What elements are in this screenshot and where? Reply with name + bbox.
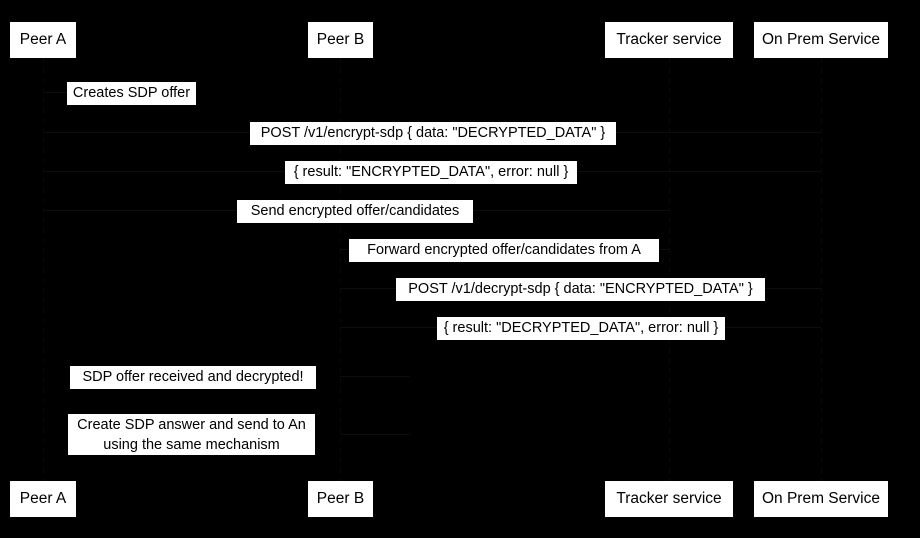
message-label-decrypt-sdp-response: { result: "DECRYPTED_DATA", error: null … — [437, 317, 725, 340]
lifeline-peer-b — [340, 58, 341, 481]
lifeline-tracker-service — [669, 58, 670, 481]
message-label-sdp-offer-received: SDP offer received and decrypted! — [70, 366, 316, 389]
message-arrow-8 — [340, 376, 410, 377]
participant-header-on-prem-service[interactable]: On Prem Service — [754, 22, 888, 58]
message-label-encrypt-sdp-response: { result: "ENCRYPTED_DATA", error: null … — [285, 161, 577, 184]
message-label-creates-sdp-offer: Creates SDP offer — [67, 82, 196, 105]
message-label-create-sdp-answer-line1: Create SDP answer and send to An — [77, 417, 306, 433]
message-arrow-9 — [340, 434, 410, 435]
participant-footer-peer-a[interactable]: Peer A — [10, 481, 76, 517]
participant-footer-on-prem-service[interactable]: On Prem Service — [754, 481, 888, 517]
message-label-forward-encrypted-offer: Forward encrypted offer/candidates from … — [349, 239, 659, 262]
participant-footer-peer-b[interactable]: Peer B — [308, 481, 373, 517]
message-label-send-encrypted-offer: Send encrypted offer/candidates — [237, 200, 473, 223]
lifeline-peer-a — [43, 58, 44, 481]
message-label-encrypt-sdp-request: POST /v1/encrypt-sdp { data: "DECRYPTED_… — [250, 122, 616, 145]
participant-header-tracker-service[interactable]: Tracker service — [605, 22, 733, 58]
message-label-decrypt-sdp-request: POST /v1/decrypt-sdp { data: "ENCRYPTED_… — [396, 278, 765, 301]
participant-footer-tracker-service[interactable]: Tracker service — [605, 481, 733, 517]
lifeline-on-prem-service — [821, 58, 822, 481]
message-label-create-sdp-answer-line2: using the same mechanism — [103, 437, 280, 453]
participant-header-peer-b[interactable]: Peer B — [308, 22, 373, 58]
message-label-create-sdp-answer: Create SDP answer and send to An using t… — [68, 414, 315, 455]
participant-header-peer-a[interactable]: Peer A — [10, 22, 76, 58]
